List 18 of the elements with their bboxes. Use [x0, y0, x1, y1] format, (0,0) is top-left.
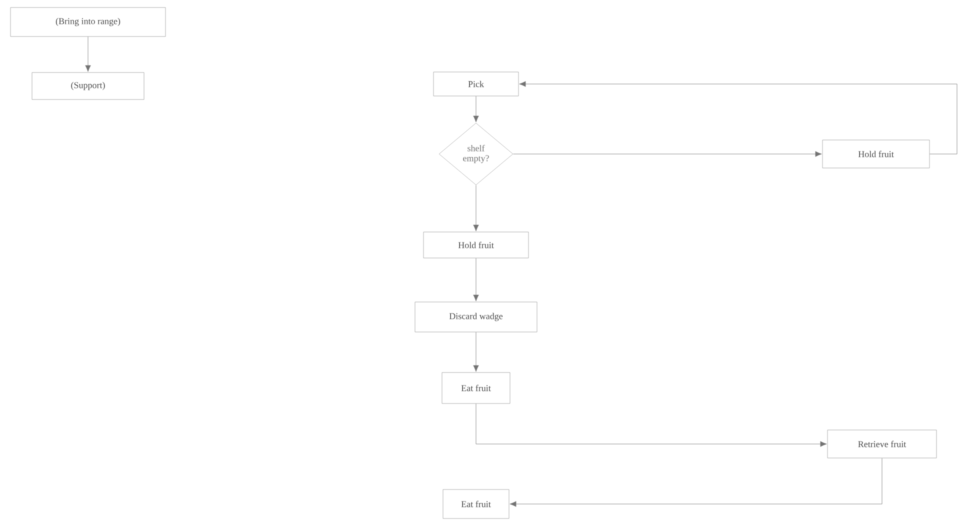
arrow [513, 151, 822, 157]
process-box: Hold fruit [423, 232, 529, 258]
process-box: (Bring into range) [10, 7, 166, 37]
arrow [510, 458, 882, 507]
process-box: Eat fruit [442, 372, 510, 404]
process-box: Hold fruit [822, 140, 930, 168]
process-box: (Support) [32, 72, 144, 100]
process-box: Retrieve fruit [827, 430, 937, 458]
process-box: Pick [433, 72, 519, 96]
arrow [519, 81, 958, 154]
arrow [473, 332, 479, 372]
arrow [473, 185, 479, 232]
arrow [473, 258, 479, 302]
arrow [473, 96, 479, 122]
process-box: Discard wadge [414, 302, 538, 332]
arrow [85, 36, 91, 72]
process-box: Eat fruit [442, 489, 510, 519]
arrow [476, 404, 827, 447]
